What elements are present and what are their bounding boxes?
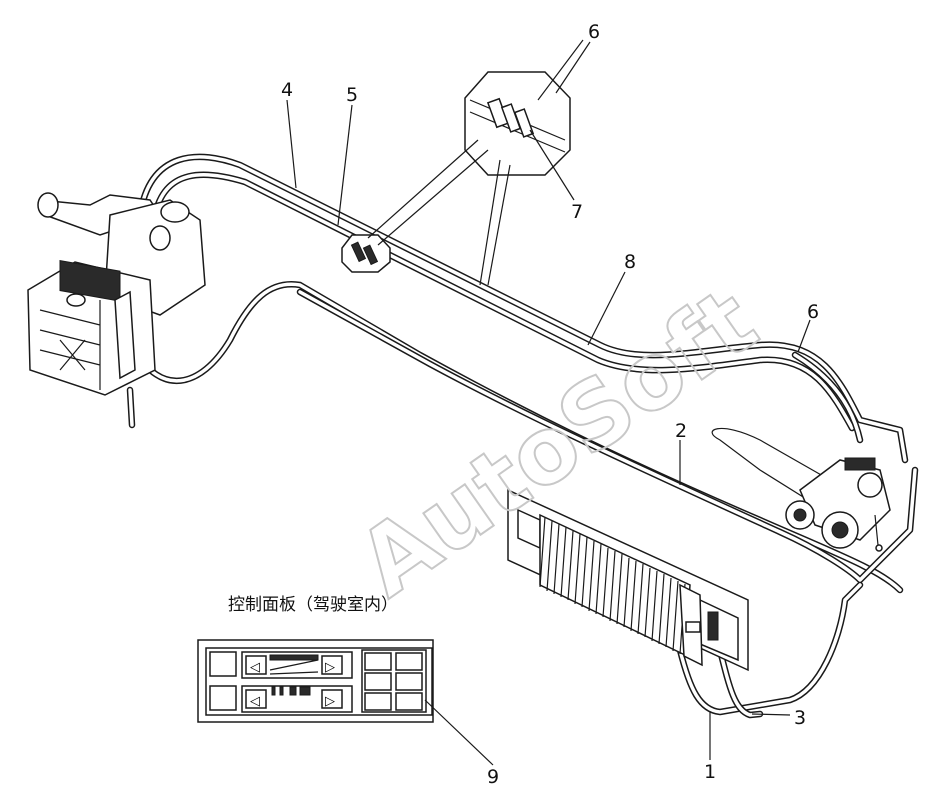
condenser-fins bbox=[539, 516, 686, 655]
callout-5: 5 bbox=[346, 84, 358, 106]
callout-6-right: 6 bbox=[807, 301, 819, 323]
callout-1: 1 bbox=[704, 761, 716, 783]
panel-caption: 控制面板（驾驶室内） bbox=[228, 595, 398, 615]
callout-numbers: 4 5 6 7 8 6 2 3 1 9 bbox=[281, 21, 819, 788]
panel-left-arrow-top: ◁ bbox=[250, 660, 260, 675]
condenser bbox=[507, 488, 749, 672]
compressor bbox=[711, 427, 891, 552]
detail-magnifier bbox=[367, 71, 571, 286]
panel-right-arrow-top: ▷ bbox=[325, 660, 335, 675]
panel-left-arrow-bottom: ◁ bbox=[250, 694, 260, 709]
evaporator-unit bbox=[27, 192, 206, 396]
callout-3: 3 bbox=[794, 707, 806, 729]
control-panel: ◁ ▷ ◁ ▷ bbox=[197, 639, 434, 723]
panel-left-button-bottom bbox=[209, 685, 237, 711]
callout-4: 4 bbox=[281, 79, 293, 101]
leader-lines bbox=[286, 39, 811, 766]
panel-left-button-top bbox=[209, 651, 237, 677]
callout-8: 8 bbox=[624, 251, 636, 273]
refrigerant-pipes bbox=[126, 153, 919, 719]
panel-right-arrow-bottom: ▷ bbox=[325, 694, 335, 709]
callout-9: 9 bbox=[487, 766, 499, 788]
callout-6-top: 6 bbox=[588, 21, 600, 43]
callout-7: 7 bbox=[571, 201, 583, 223]
callout-2: 2 bbox=[675, 420, 687, 442]
